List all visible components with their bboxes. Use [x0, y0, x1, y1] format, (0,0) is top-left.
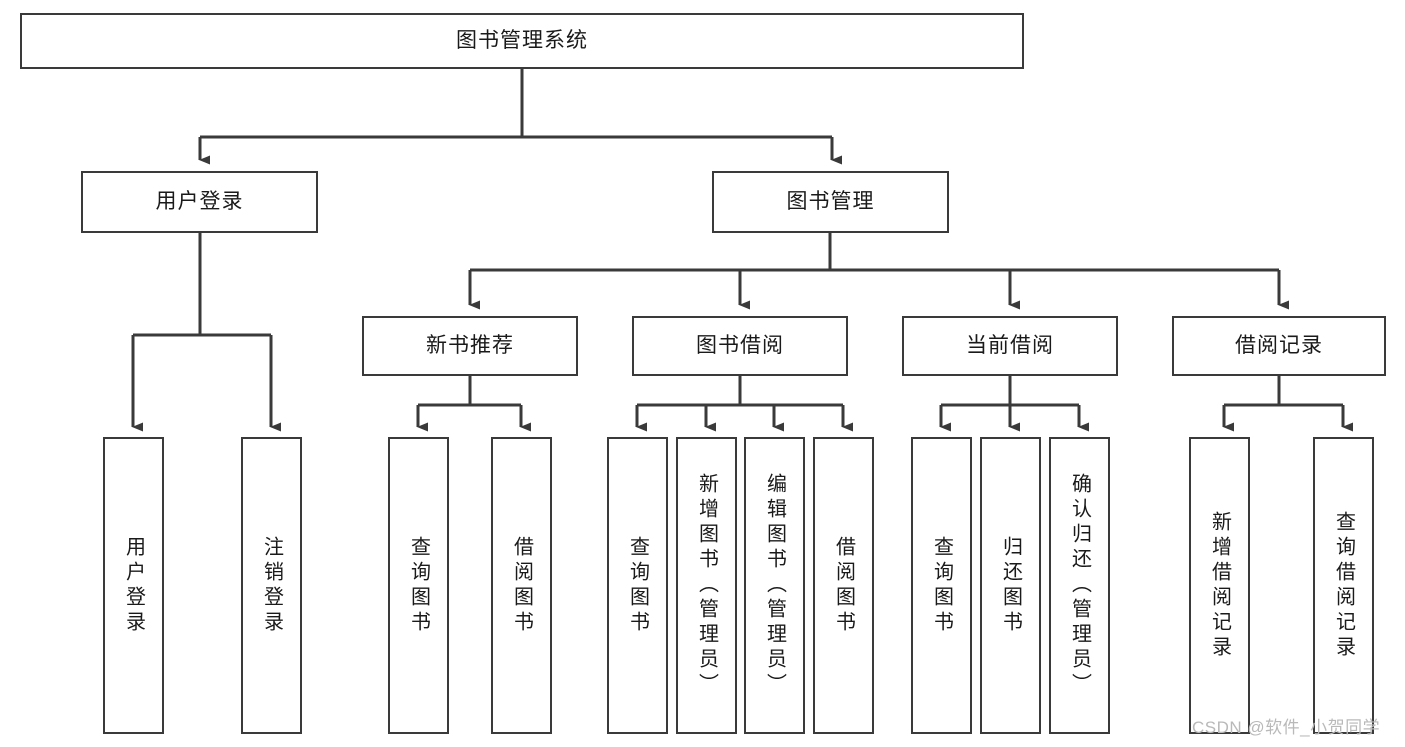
- node-leaf-user-login[interactable]: 用户登录: [103, 437, 164, 734]
- node-leaf-add-record[interactable]: 新增借阅记录: [1189, 437, 1250, 734]
- node-borrow-record-label: 借阅记录: [1235, 333, 1323, 357]
- node-user-login[interactable]: 用户登录: [81, 171, 318, 233]
- node-book-borrow-label: 图书借阅: [696, 333, 784, 357]
- node-leaf-query-book-3-label: 查询图书: [930, 535, 953, 636]
- node-leaf-query-book-2-label: 查询图书: [626, 535, 649, 636]
- node-leaf-edit-book[interactable]: 编辑图书（管理员）: [744, 437, 805, 734]
- node-current-borrow-label: 当前借阅: [966, 333, 1054, 357]
- node-leaf-add-book-label: 新增图书（管理员）: [695, 473, 718, 698]
- node-leaf-borrow-book-1[interactable]: 借阅图书: [491, 437, 552, 734]
- node-leaf-confirm-return[interactable]: 确认归还（管理员）: [1049, 437, 1110, 734]
- node-current-borrow[interactable]: 当前借阅: [902, 316, 1118, 376]
- node-leaf-borrow-book-1-label: 借阅图书: [510, 535, 533, 636]
- node-leaf-edit-book-label: 编辑图书（管理员）: [763, 473, 786, 698]
- node-leaf-confirm-return-label: 确认归还（管理员）: [1068, 473, 1091, 698]
- node-leaf-return-book[interactable]: 归还图书: [980, 437, 1041, 734]
- node-leaf-query-record[interactable]: 查询借阅记录: [1313, 437, 1374, 734]
- node-leaf-borrow-book-2[interactable]: 借阅图书: [813, 437, 874, 734]
- node-borrow-record[interactable]: 借阅记录: [1172, 316, 1386, 376]
- node-leaf-query-book-1-label: 查询图书: [407, 535, 430, 636]
- node-root[interactable]: 图书管理系统: [20, 13, 1024, 69]
- node-new-book-rec[interactable]: 新书推荐: [362, 316, 578, 376]
- node-leaf-query-book-1[interactable]: 查询图书: [388, 437, 449, 734]
- node-leaf-query-book-2[interactable]: 查询图书: [607, 437, 668, 734]
- node-leaf-logout[interactable]: 注销登录: [241, 437, 302, 734]
- csdn-watermark: CSDN @软件_小贺同学: [1192, 718, 1381, 737]
- node-leaf-add-book[interactable]: 新增图书（管理员）: [676, 437, 737, 734]
- node-leaf-user-login-label: 用户登录: [122, 535, 145, 636]
- node-book-manage-label: 图书管理: [786, 189, 875, 213]
- node-leaf-borrow-book-2-label: 借阅图书: [832, 535, 855, 636]
- node-leaf-return-book-label: 归还图书: [999, 535, 1022, 636]
- node-new-book-rec-label: 新书推荐: [426, 333, 514, 357]
- node-root-label: 图书管理系统: [456, 28, 588, 52]
- node-book-manage[interactable]: 图书管理: [712, 171, 949, 233]
- node-leaf-query-book-3[interactable]: 查询图书: [911, 437, 972, 734]
- node-leaf-query-record-label: 查询借阅记录: [1332, 510, 1355, 661]
- node-user-login-label: 用户登录: [155, 189, 244, 213]
- node-leaf-add-record-label: 新增借阅记录: [1208, 510, 1231, 661]
- node-leaf-logout-label: 注销登录: [260, 535, 283, 636]
- node-book-borrow[interactable]: 图书借阅: [632, 316, 848, 376]
